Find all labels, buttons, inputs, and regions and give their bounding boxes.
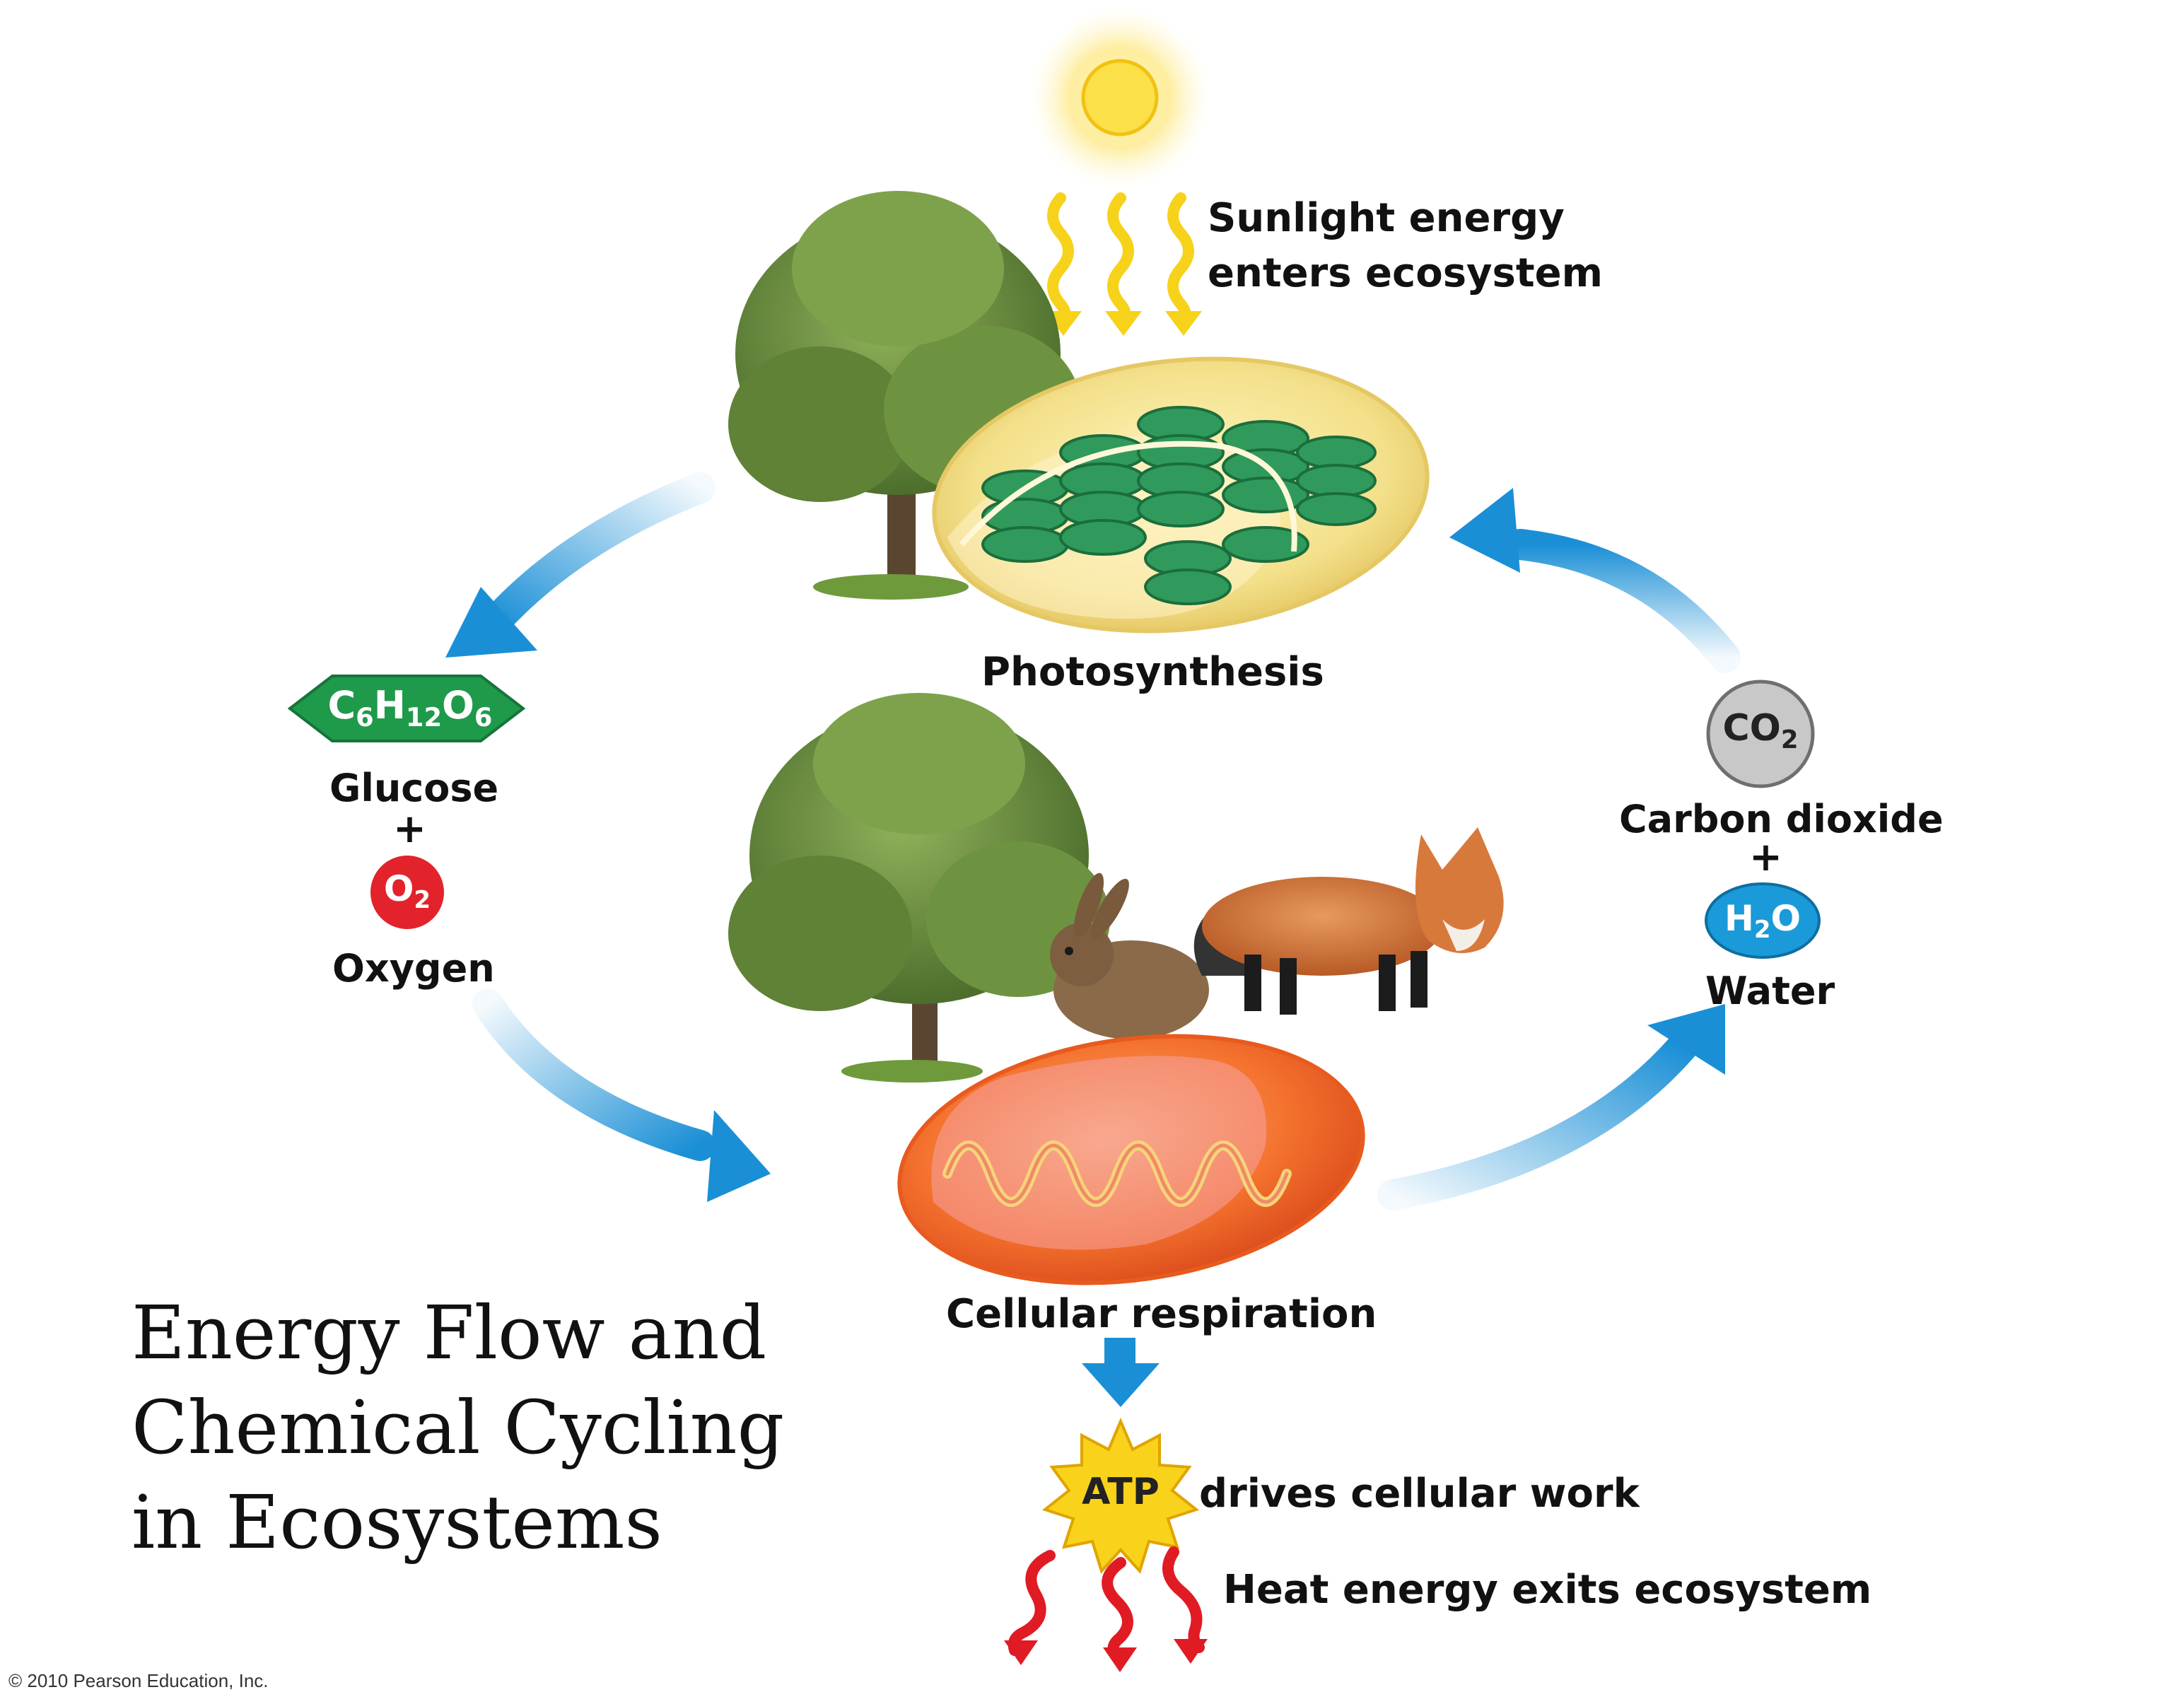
- water-molecule: [1705, 882, 1821, 959]
- sunlight-arrowheads: [1045, 311, 1202, 336]
- glucose-label: Glucose: [329, 766, 499, 810]
- glucose-o: O: [442, 683, 474, 728]
- cellular-respiration-label: Cellular respiration: [946, 1291, 1377, 1337]
- glucose-h: H: [373, 683, 406, 728]
- water-o: O: [1770, 898, 1801, 939]
- co2-co: CO: [1722, 707, 1781, 749]
- title-line3: in Ecosystems: [132, 1479, 662, 1565]
- title-line1: Energy Flow and: [132, 1290, 767, 1376]
- heat-squiggle-icon: [1008, 1546, 1205, 1662]
- plus-sign: +: [393, 806, 426, 852]
- oxygen-molecule: [370, 856, 444, 929]
- water-h: H: [1724, 898, 1754, 939]
- cycle-arrow-icon: [472, 988, 771, 1202]
- water-label: Water: [1705, 969, 1835, 1013]
- glucose-hexagon: [287, 675, 526, 742]
- water-h-sub: 2: [1753, 916, 1771, 945]
- carbon-dioxide-label: Carbon dioxide: [1619, 797, 1944, 841]
- cycle-arrow-icon: [1377, 1004, 1725, 1210]
- oxygen-o-sub: 2: [414, 886, 431, 915]
- fox-icon: [1193, 827, 1504, 1015]
- atp-label: ATP: [1082, 1471, 1160, 1513]
- glucose-formula: C6H12O6: [311, 683, 509, 733]
- rabbit-icon: [1050, 873, 1209, 1039]
- mitochondrion-icon: [897, 1034, 1365, 1285]
- plus-sign: +: [1749, 834, 1782, 880]
- oxygen-formula: O2: [370, 868, 444, 914]
- sunlight-label-line2: enters ecosystem: [1208, 250, 1603, 296]
- down-arrow-icon: [1082, 1338, 1160, 1407]
- sun-icon: [1028, 6, 1212, 189]
- sunlight-squiggle-icon: [1047, 192, 1194, 331]
- cycle-arrow-icon: [1449, 488, 1741, 673]
- co2-formula: CO2: [1708, 707, 1813, 754]
- title-line2: Chemical Cycling: [132, 1384, 785, 1471]
- heat-arrowheads: [1004, 1639, 1208, 1672]
- co2-sub: 2: [1780, 725, 1799, 754]
- glucose-h-sub: 12: [405, 702, 443, 733]
- cycle-arrow-icon: [445, 472, 716, 658]
- heat-label: Heat energy exits ecosystem: [1223, 1567, 1872, 1613]
- copyright-notice: © 2010 Pearson Education, Inc.: [8, 1670, 269, 1691]
- oxygen-label: Oxygen: [332, 946, 495, 991]
- photosynthesis-label: Photosynthesis: [981, 649, 1324, 695]
- atp-description: drives cellular work: [1199, 1471, 1640, 1517]
- tree-icon: [728, 693, 1110, 1083]
- chloroplast-icon: [932, 356, 1430, 634]
- glucose-o-sub: 6: [474, 702, 493, 733]
- co2-molecule: [1706, 679, 1815, 788]
- sunlight-label-line1: Sunlight energy: [1208, 195, 1565, 241]
- glucose-c-sub: 6: [356, 702, 374, 733]
- oxygen-o: O: [383, 868, 414, 909]
- glucose-c: C: [327, 683, 356, 728]
- page-title: Energy Flow and Chemical Cycling in Ecos…: [132, 1285, 784, 1570]
- sunlight-label: Sunlight energy enters ecosystem: [1208, 191, 1603, 301]
- atp-starburst-icon: [1041, 1417, 1200, 1574]
- water-formula: H2O: [1706, 898, 1819, 944]
- tree-icon: [728, 191, 1082, 600]
